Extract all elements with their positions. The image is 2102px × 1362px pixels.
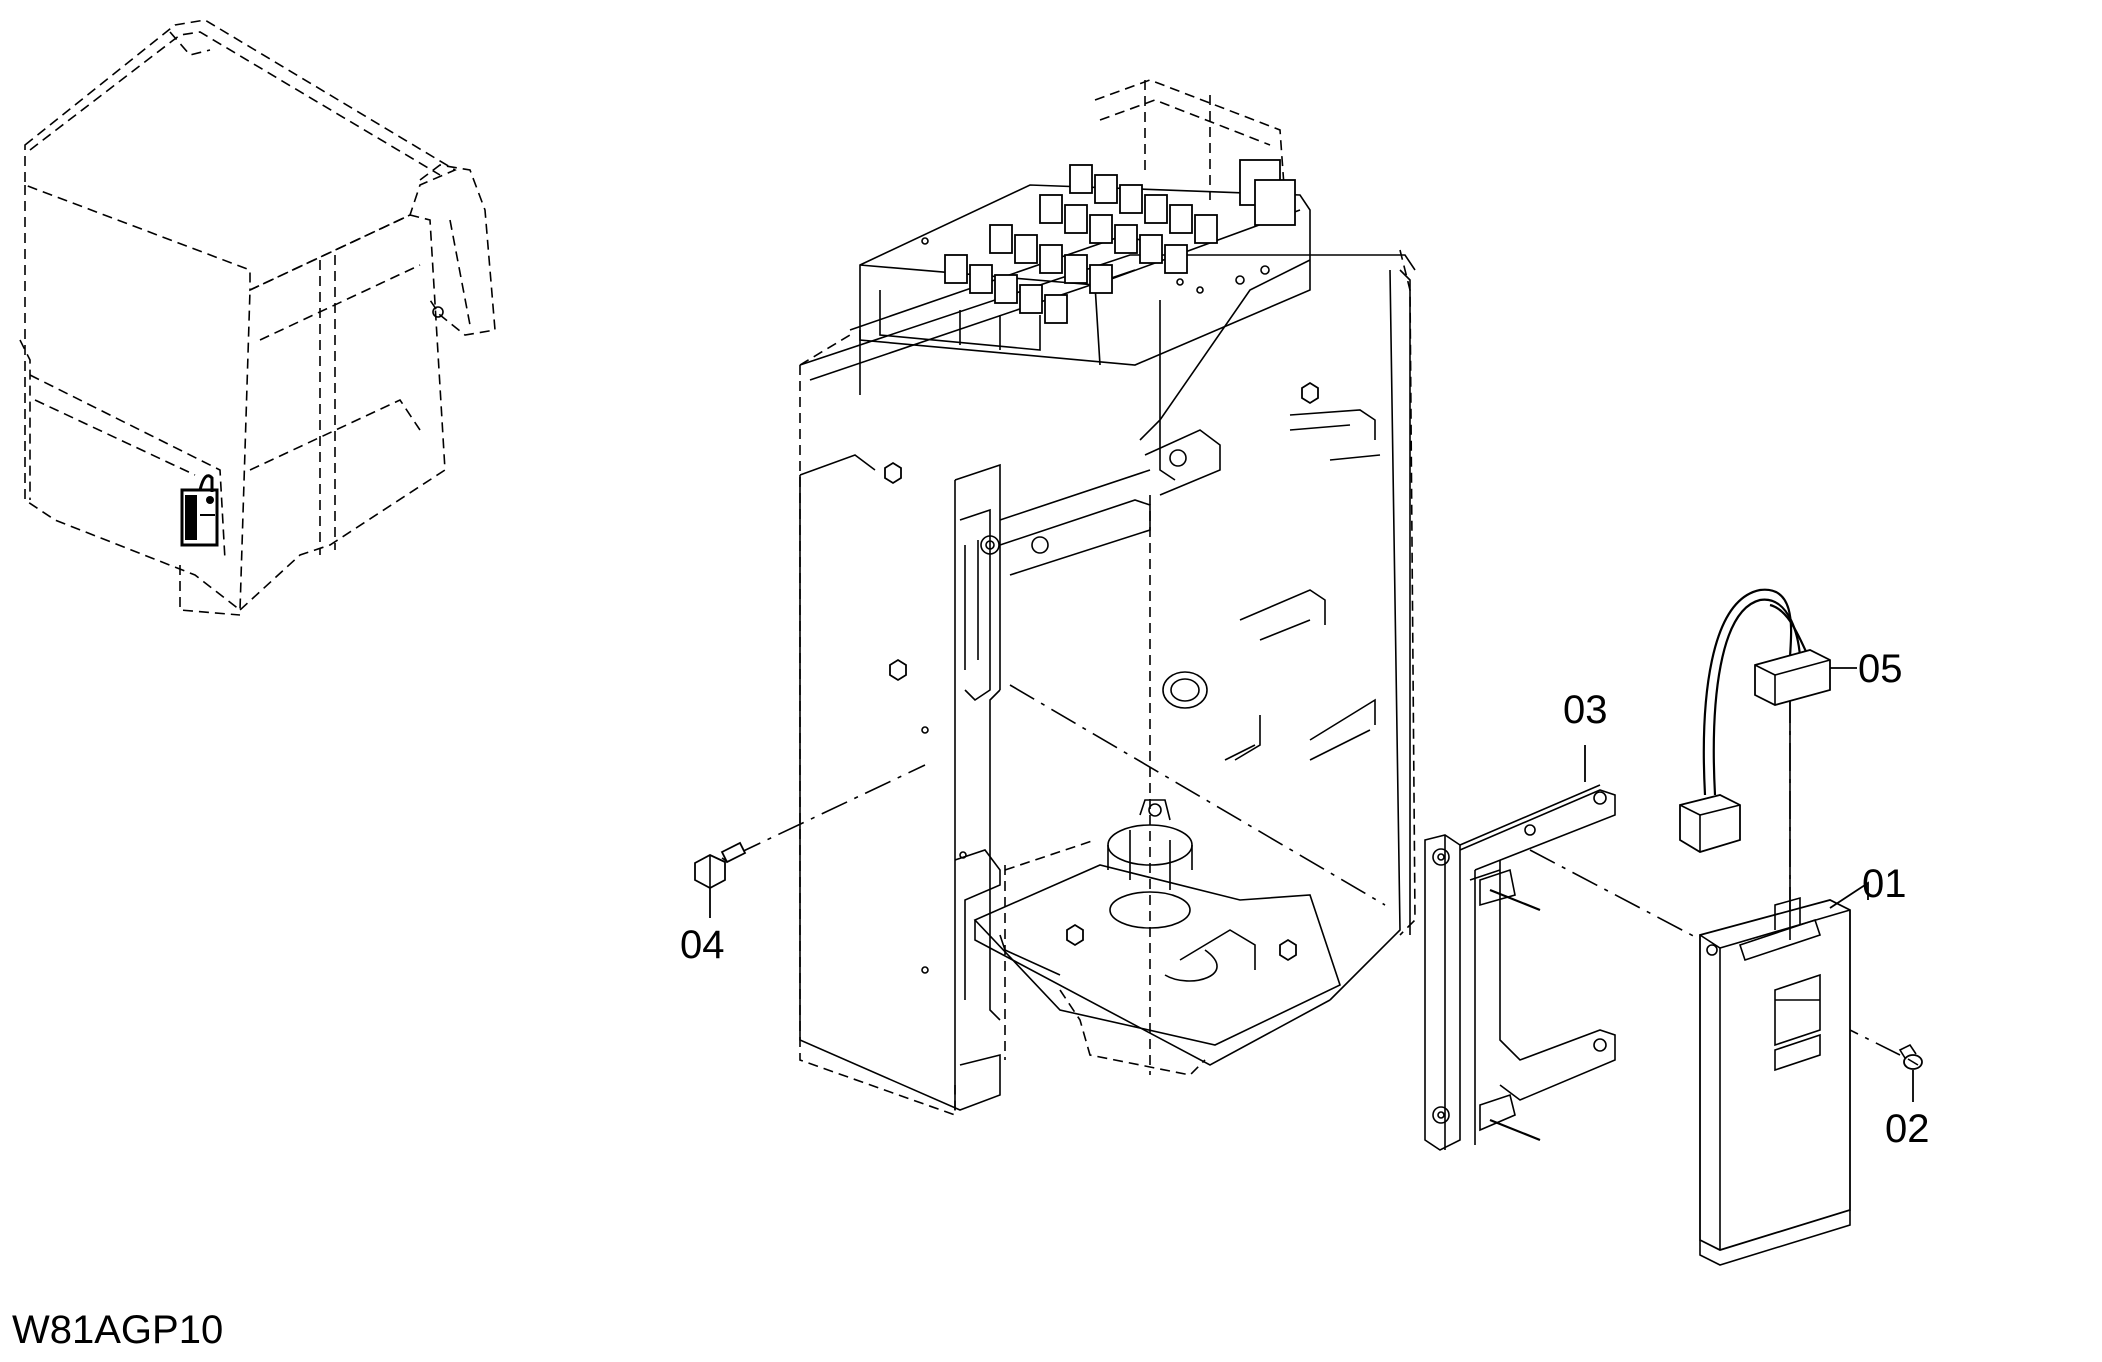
callout-02: 02 [1885,1107,1930,1151]
callout-labels: 01 02 03 04 05 [680,647,1930,1151]
callout-01: 01 [1862,862,1907,906]
part-04-bolt [694,841,747,890]
leader-lines [709,667,1914,1102]
callout-03: 03 [1563,688,1608,732]
cab-locator-view [19,19,496,616]
callout-04: 04 [680,923,725,967]
main-electrical-frame [799,79,1416,1117]
part-02-screw [1898,1043,1923,1070]
controller-location-marker [180,474,219,547]
bottom-tray [973,799,1341,1076]
hex-nut [884,381,1319,682]
part-03-mounting-bracket [1424,784,1616,1151]
drawing-code: W81AGP10 [12,1308,223,1352]
callout-05: 05 [1858,647,1903,691]
part-01-controller-unit [1699,695,1851,1266]
fuse-relay-block [859,79,1311,366]
part-05-wire-harness [1679,588,1831,853]
